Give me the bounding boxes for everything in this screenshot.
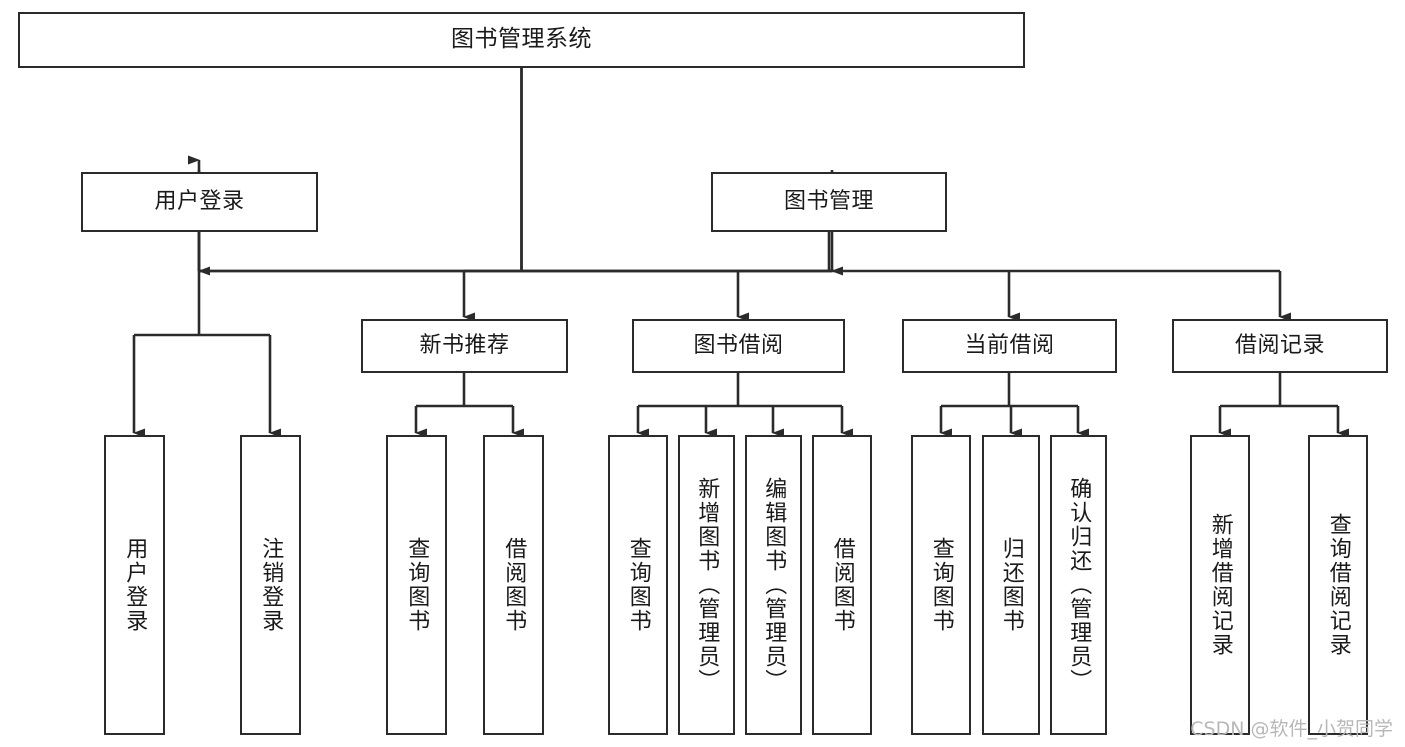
node-borrow-record[interactable]: 借阅记录	[1172, 319, 1388, 373]
node-leaf-query-book-1[interactable]: 查询图书	[386, 435, 447, 735]
node-label: 图书借阅	[693, 332, 784, 358]
node-leaf-add-record[interactable]: 新增借阅记录	[1190, 435, 1250, 735]
node-book-borrow[interactable]: 图书借阅	[632, 319, 845, 373]
node-leaf-confirm-return[interactable]: 确认归还（管理员）	[1050, 435, 1107, 735]
node-leaf-edit-book[interactable]: 编辑图书（管理员）	[745, 435, 802, 735]
node-leaf-borrow-book-1[interactable]: 借阅图书	[483, 435, 544, 735]
node-label: 新书推荐	[419, 332, 510, 358]
node-label: 查询借阅记录	[1325, 513, 1351, 657]
node-label: 图书管理	[783, 188, 874, 214]
node-label: 图书管理系统	[451, 26, 592, 53]
node-label: 借阅记录	[1234, 332, 1325, 358]
node-label: 编辑图书（管理员）	[761, 477, 787, 693]
node-label: 查询图书	[404, 537, 430, 633]
node-leaf-query-book-2[interactable]: 查询图书	[608, 435, 668, 735]
node-leaf-add-book[interactable]: 新增图书（管理员）	[678, 435, 735, 735]
node-leaf-user-logout[interactable]: 注销登录	[240, 435, 301, 735]
node-root[interactable]: 图书管理系统	[18, 12, 1025, 68]
node-label: 查询图书	[928, 537, 954, 633]
node-leaf-query-record[interactable]: 查询借阅记录	[1308, 435, 1368, 735]
node-leaf-query-book-3[interactable]: 查询图书	[911, 435, 971, 735]
node-new-book-rec[interactable]: 新书推荐	[361, 319, 568, 373]
connector-root-to-level1	[188, 68, 832, 273]
node-label: 注销登录	[258, 537, 284, 633]
node-leaf-user-login[interactable]: 用户登录	[104, 435, 165, 735]
node-label: 新增借阅记录	[1207, 513, 1233, 657]
node-leaf-return-book[interactable]: 归还图书	[982, 435, 1040, 735]
node-label: 当前借阅	[964, 332, 1055, 358]
node-user-login[interactable]: 用户登录	[81, 172, 318, 232]
node-leaf-borrow-book-2[interactable]: 借阅图书	[812, 435, 872, 735]
node-label: 借阅图书	[829, 537, 855, 633]
node-label: 查询图书	[625, 537, 651, 633]
node-current-borrow[interactable]: 当前借阅	[902, 319, 1117, 373]
node-label: 借阅图书	[501, 537, 527, 633]
node-label: 用户登录	[154, 188, 245, 214]
node-book-manage[interactable]: 图书管理	[711, 172, 947, 232]
node-label: 确认归还（管理员）	[1066, 477, 1092, 693]
node-label: 新增图书（管理员）	[694, 477, 720, 693]
node-label: 用户登录	[122, 537, 148, 633]
node-label: 归还图书	[998, 537, 1024, 633]
